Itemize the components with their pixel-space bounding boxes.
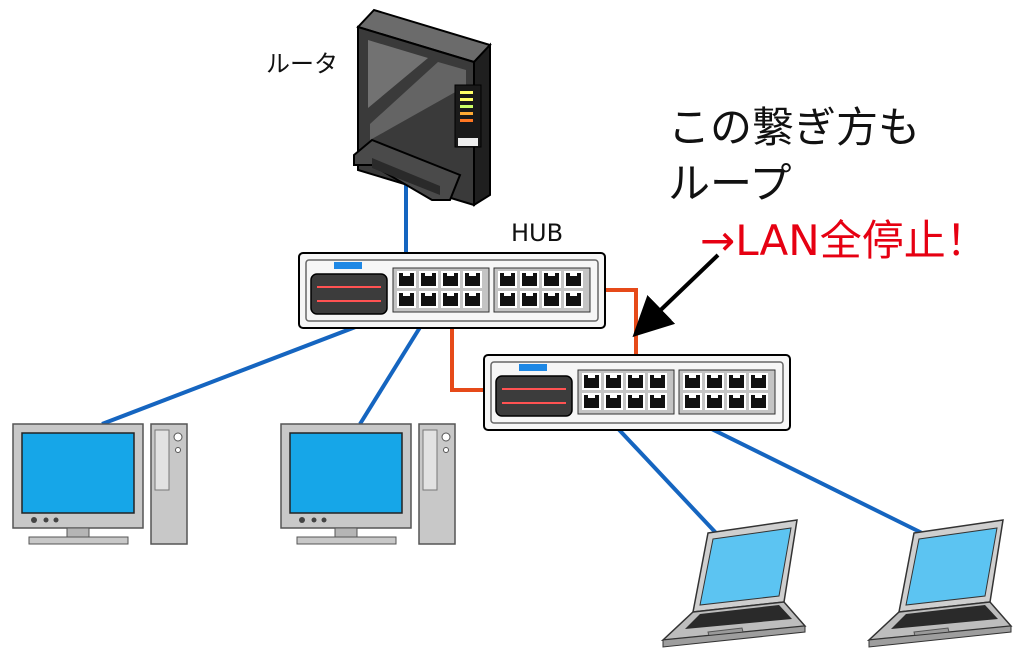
second-switch-icon <box>483 354 791 431</box>
desktop-pc-icon <box>12 423 188 545</box>
loop-cable-left <box>450 329 492 392</box>
hub-switch-icon <box>298 252 606 329</box>
hub-label: HUB <box>511 219 564 247</box>
note-text-line-1: この繋ぎ方も <box>668 103 921 152</box>
desktop-pc-icon <box>280 423 456 545</box>
router-label: ルータ <box>266 50 338 78</box>
alert-text: →LAN全停止！ <box>700 216 988 265</box>
laptop-icon <box>660 519 807 648</box>
laptop-icon <box>866 519 1013 648</box>
note-text-line-2: ループ <box>668 159 792 208</box>
router-icon <box>353 8 492 207</box>
pointer-arrow <box>632 253 720 338</box>
